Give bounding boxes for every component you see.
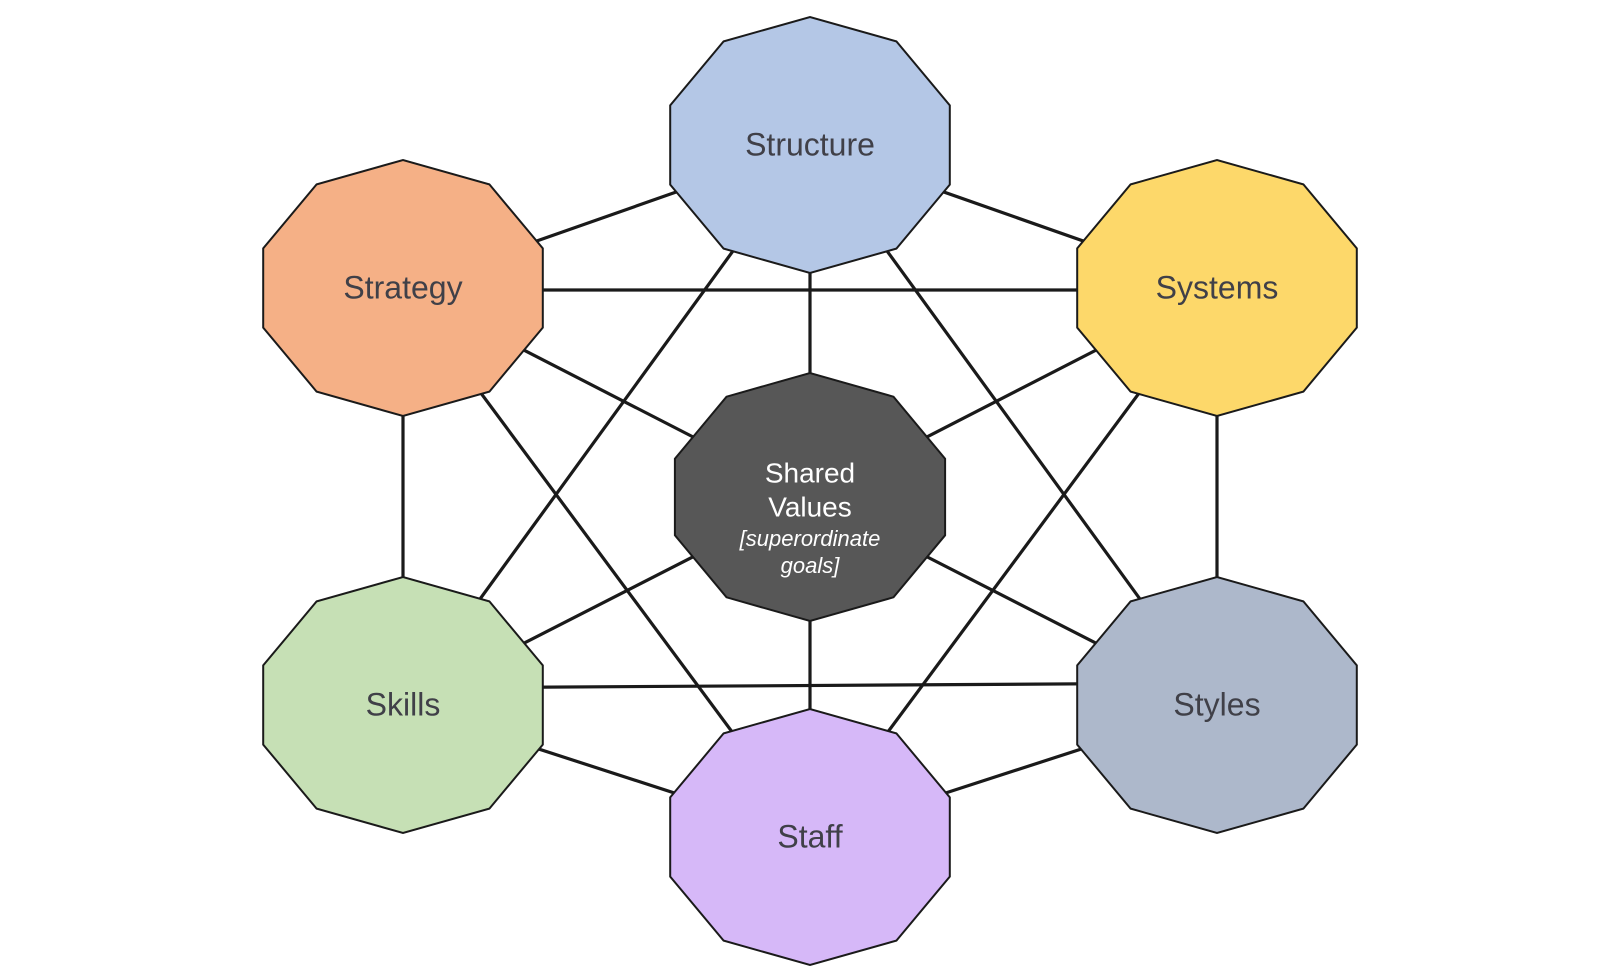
shapes: Structure Strategy Systems Skills Styles… [262, 15, 1358, 967]
shared-values-line-2: Values [768, 491, 852, 522]
staff-label: Staff [777, 818, 842, 854]
superordinate-goals-line-1: [superordinate [739, 526, 881, 551]
systems-node: Systems [1076, 158, 1358, 418]
shared-values-node: Shared Values [superordinate goals] [673, 371, 947, 623]
shared-values-line-1: Shared [765, 457, 855, 488]
superordinate-goals-line-2: goals] [781, 553, 841, 578]
strategy-node: Strategy [262, 158, 544, 418]
structure-label: Structure [745, 126, 875, 162]
styles-node: Styles [1076, 575, 1358, 835]
styles-label: Styles [1173, 686, 1260, 722]
strategy-label: Strategy [343, 269, 462, 305]
structure-node: Structure [669, 15, 951, 275]
staff-node: Staff [669, 707, 951, 967]
skills-node: Skills [262, 575, 544, 835]
systems-label: Systems [1156, 269, 1279, 305]
skills-label: Skills [366, 686, 441, 722]
